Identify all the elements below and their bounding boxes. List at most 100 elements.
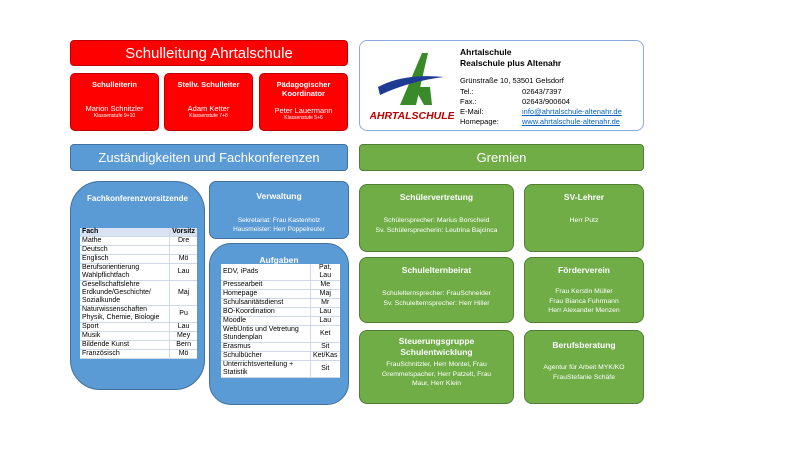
homepage-link[interactable]: www.ahrtalschule-altenahr.de xyxy=(522,117,620,126)
verwaltung-line: Hausmeister: Herr Poppelreuter xyxy=(233,226,325,233)
school-contacts: Tel.:02643/7397 Fax.:02643/900604 E-Mail… xyxy=(460,87,622,127)
aufgaben-title: Aufgaben xyxy=(259,255,299,265)
contact-tel: 02643/7397 xyxy=(522,87,562,96)
vorsitz-cell: Dre xyxy=(169,236,197,246)
table-row: Deutsch xyxy=(80,245,197,255)
task-cell: Schulbücher xyxy=(221,351,310,361)
gremium-line: Frau Bianca Fuhrmann xyxy=(549,297,619,305)
gremium-line: Frau Kerstin Müller xyxy=(555,288,613,295)
leitung-name: Peter Lauermann xyxy=(274,106,333,115)
col-fach: Fach xyxy=(80,228,170,237)
who-cell: Pat, Lau xyxy=(309,264,340,281)
school-info-box: AHRTALSCHULE Ahrtalschule Realschule plu… xyxy=(359,40,644,131)
who-cell: Lau xyxy=(309,307,340,317)
contact-fax: 02643/900604 xyxy=(522,97,570,106)
vorsitz-cell: Mö xyxy=(169,349,197,359)
contact-row: Fax.:02643/900604 xyxy=(460,97,622,107)
schulelternbeirat-title: Schulelternbeirat xyxy=(401,265,472,275)
vorsitz-cell xyxy=(169,245,197,255)
fach-cell: Bildende Kunst xyxy=(80,340,170,350)
logo-text: AHRTALSCHULE xyxy=(370,110,454,122)
contact-row: Homepage: www.ahrtalschule-altenahr.de xyxy=(460,117,622,127)
leitung-title: Stellv. Schulleiter xyxy=(177,80,240,89)
gremium-line: Agentur für Arbeit MYK/KO xyxy=(543,364,625,371)
table-row: Naturwissenschaften Physik, Chemie, Biol… xyxy=(80,305,197,323)
leitung-box-koordinator: Pädagogischer Koordinator Peter Lauerman… xyxy=(259,73,348,131)
fachkonferenz-box: Fachkonferenzvorsitzende Fach Vorsitz Ma… xyxy=(70,181,205,390)
fach-cell: Musik xyxy=(80,331,170,341)
sv-lehrer-box: SV-Lehrer Herr Putz xyxy=(524,184,644,252)
gremium-line: Sv. Schülersprecherin: Leutrina Bajcinca xyxy=(375,226,498,234)
fach-cell: Französisch xyxy=(80,349,170,359)
task-cell: Unterrichtsverteilung + Statistik xyxy=(221,360,310,378)
who-cell: Mr xyxy=(309,298,340,308)
task-cell: Homepage xyxy=(221,289,310,299)
schulelternbeirat-box: Schulelternbeirat Schulelternsprecher: F… xyxy=(359,257,514,323)
vorsitz-cell: Mö xyxy=(169,254,197,264)
school-name: Ahrtalschule Realschule plus Altenahr xyxy=(460,47,561,69)
school-address: Grünstraße 10, 53501 Gelsdorf xyxy=(460,76,564,85)
task-cell: EDV, iPads xyxy=(221,264,310,281)
table-row: Gesellschaftslehre Erdkunde/Geschichte/ … xyxy=(80,280,197,306)
schulleitung-header: Schulleitung Ahrtalschule xyxy=(70,40,348,66)
fachkonferenz-title: Fachkonferenzvorsitzende xyxy=(87,194,188,203)
logo-a-green-leg xyxy=(414,87,432,105)
fach-cell: Deutsch xyxy=(80,245,170,255)
berufsberatung-box: Berufsberatung Agentur für Arbeit MYK/KO… xyxy=(524,330,644,404)
table-header-row: Fach Vorsitz xyxy=(80,228,197,237)
leitung-sub: Klassenstufe 5+6 xyxy=(284,115,323,121)
gremium-line: Maur, Herr Klein xyxy=(411,380,462,387)
gremium-line: Schulelternsprecher: FrauSchneider xyxy=(382,290,491,297)
gremium-line: FrauSchnitzler, Herr Montel, Frau xyxy=(386,361,487,368)
contact-label: Homepage: xyxy=(460,117,499,126)
who-cell: Sit xyxy=(309,342,340,352)
gremium-line: Schülersprecher: Marius Borscheid xyxy=(383,217,490,224)
vorsitz-cell: Lau xyxy=(169,322,197,332)
who-cell: Sit xyxy=(309,360,340,378)
fach-cell: Mathe xyxy=(80,236,170,246)
who-cell: Maj xyxy=(309,289,340,299)
gremium-line: FrauStefanie Schäfe xyxy=(553,373,615,381)
task-cell: Moodle xyxy=(221,316,310,326)
verwaltung-box: Verwaltung Sekretariat: Frau Kastenholz … xyxy=(209,181,349,239)
leitung-sub: Klassenstufe 7+8 xyxy=(189,113,228,119)
vorsitz-cell: Mey xyxy=(169,331,197,341)
contact-row: E-Mail:info@ahrtalschule-altenahr.de xyxy=(460,107,622,117)
berufsberatung-title: Berufsberatung xyxy=(552,340,616,350)
foerderverein-title: Förderverein xyxy=(558,265,610,275)
vorsitz-cell: Lau xyxy=(169,263,197,281)
leitung-name: Marion Schnitzler xyxy=(85,104,144,113)
steuerungsgruppe-box: Steuerungsgruppe Schulentwicklung FrauSc… xyxy=(359,330,514,404)
leitung-title: Pädagogischer Koordinator xyxy=(276,80,331,98)
leitung-box-schulleiterin: Schulleiterin Marion Schnitzler Klassens… xyxy=(70,73,159,131)
vorsitz-cell: Bern xyxy=(169,340,197,350)
vorsitz-cell: Maj xyxy=(169,280,197,306)
gremium-line: Gremmelspacher, Herr Patzelt, Frau xyxy=(381,370,492,378)
vorsitz-cell: Pu xyxy=(169,305,197,323)
steuerungsgruppe-title: Steuerungsgruppe Schulentwicklung xyxy=(398,336,475,357)
task-cell: Schulsanitätsdienst xyxy=(221,298,310,308)
task-cell: Erasmus xyxy=(221,342,310,352)
leitung-box-stellv: Stellv. Schulleiter Adam Ketter Klassens… xyxy=(164,73,253,131)
task-cell: Pressearbeit xyxy=(221,280,310,290)
fach-cell: Sport xyxy=(80,322,170,332)
gremium-line: Herr Alexander Menzen xyxy=(548,307,620,314)
leitung-name: Adam Ketter xyxy=(187,104,230,113)
email-link[interactable]: info@ahrtalschule-altenahr.de xyxy=(522,107,622,116)
sv-lehrer-title: SV-Lehrer xyxy=(563,192,605,202)
foerderverein-box: Förderverein Frau Kerstin Müller Frau Bi… xyxy=(524,257,644,323)
